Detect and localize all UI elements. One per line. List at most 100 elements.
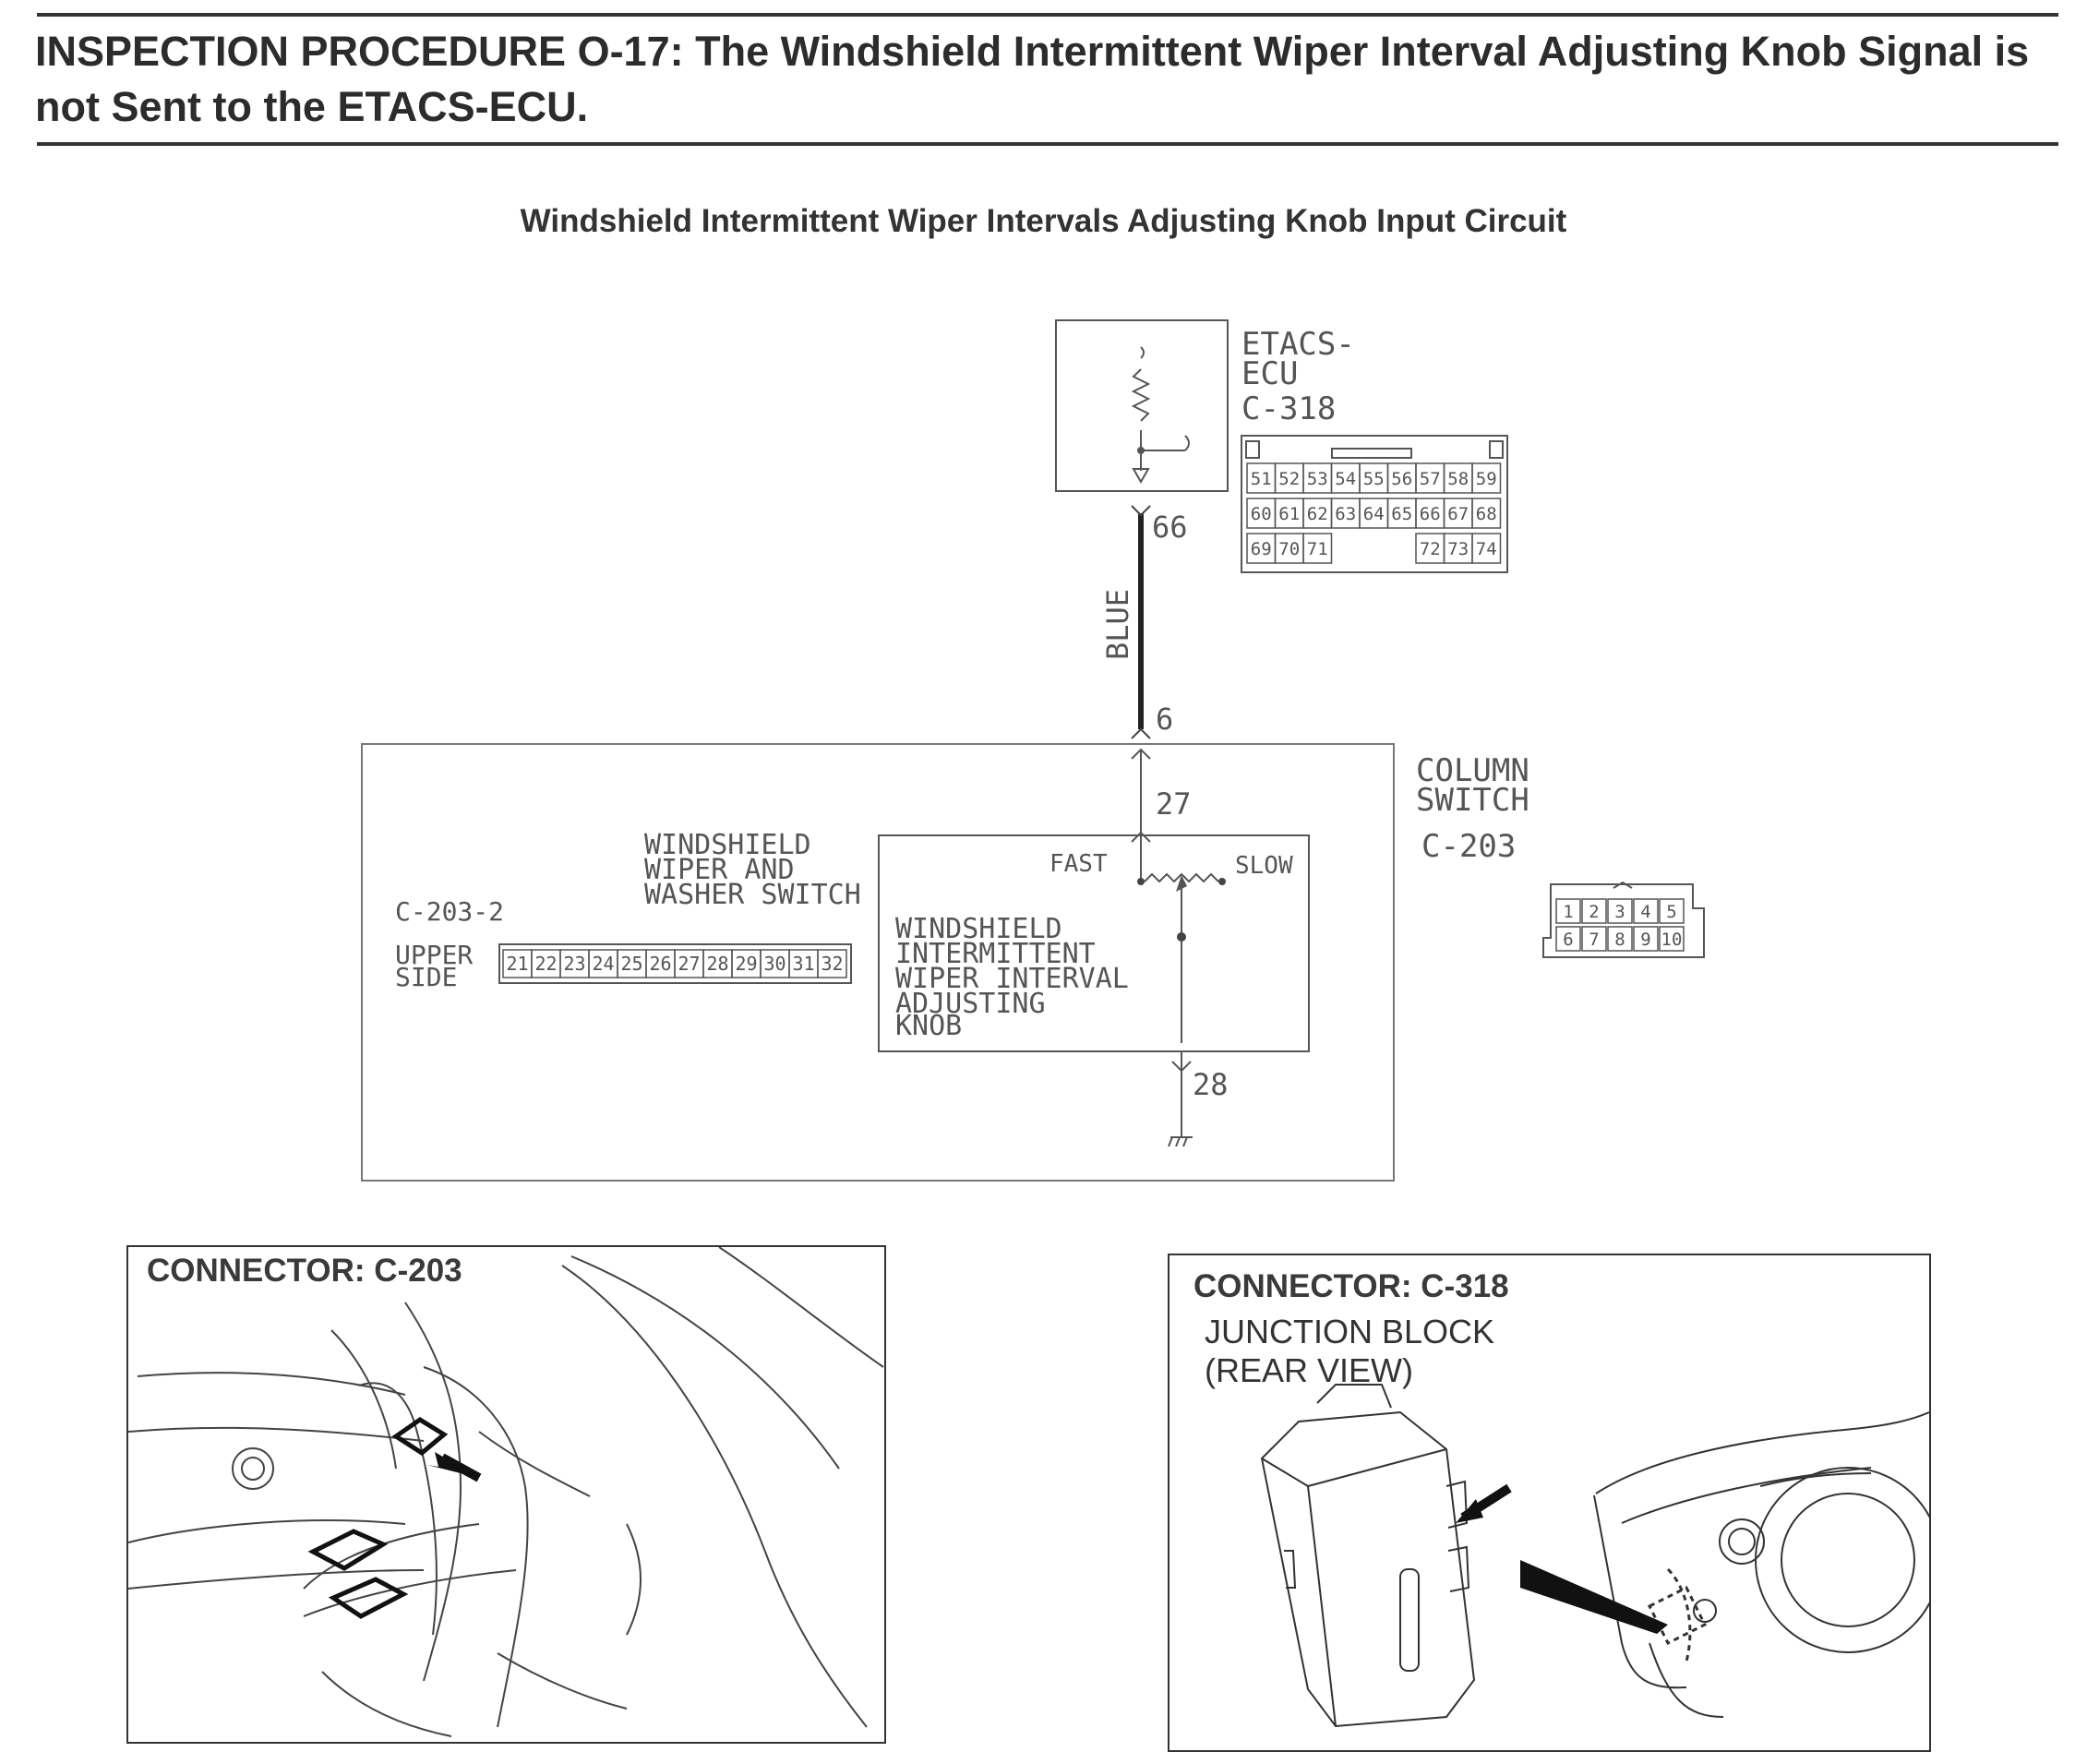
ecu-pin-70: 70 (1278, 539, 1300, 559)
column-switch-pin-7: 7 (1589, 930, 1599, 950)
upper-side-label-2: SIDE (395, 962, 457, 992)
column-switch-pin-7-cell (1581, 926, 1607, 952)
ecu-pin-65: 65 (1391, 504, 1412, 524)
wire-color-label: BLUE (1100, 589, 1135, 660)
ecu-pin-66: 66 (1152, 510, 1188, 545)
ecu-pin-67: 67 (1447, 504, 1469, 524)
column-switch-pin-9: 9 (1640, 930, 1650, 950)
pointer-arrow-icon (1456, 1499, 1483, 1523)
fast-label: FAST (1049, 850, 1108, 878)
title-bottom-rule (37, 142, 2058, 146)
column-switch-pin-3-cell (1607, 898, 1633, 924)
c318-location-illustration (1260, 1384, 1929, 1728)
ecu-pin-54: 54 (1335, 469, 1356, 489)
sub-pin-27: 27 (678, 953, 700, 975)
knob-box (878, 834, 1310, 1052)
ecu-pin-51: 51 (1251, 469, 1272, 489)
ecu-pin-61: 61 (1278, 504, 1300, 524)
sub-pin-28: 28 (706, 953, 728, 975)
ecu-pin-60: 60 (1251, 504, 1272, 524)
upper-side-label-1: UPPER (395, 940, 473, 970)
ecu-pin-68: 68 (1476, 504, 1497, 524)
ecu-pin-73: 73 (1447, 539, 1469, 559)
knob-label-2: INTERMITTENT (895, 938, 1096, 970)
sub-pin-26: 26 (649, 953, 671, 975)
ecu-connector-label: C-318 (1241, 390, 1336, 427)
column-switch-box (361, 743, 1395, 1182)
column-switch-pin-5: 5 (1666, 902, 1676, 922)
ecu-pin-74-cell (1471, 533, 1502, 564)
ecu-pin-53: 53 (1307, 469, 1328, 489)
sub-pin-32: 32 (821, 953, 843, 975)
switch-label-3: WASHER SWITCH (644, 879, 861, 911)
column-switch-pin-4-cell (1633, 898, 1659, 924)
c203-location-illustration (128, 1247, 884, 1737)
column-switch-pin-2-cell (1581, 898, 1607, 924)
connector-c203-panel: CONNECTOR: C-203 (126, 1245, 886, 1744)
rear-view-label: (REAR VIEW) (1205, 1351, 1414, 1389)
ecu-pin-62: 62 (1307, 504, 1328, 524)
ecu-pin-69: 69 (1251, 539, 1272, 559)
column-switch-pin-1-cell (1555, 898, 1581, 924)
sub-pin-31: 31 (792, 953, 814, 975)
column-switch-pin-3: 3 (1614, 902, 1625, 922)
ecu-pin-71: 71 (1307, 539, 1328, 559)
column-switch-connector-label: C-203 (1421, 828, 1516, 865)
ecu-pin-56: 56 (1391, 469, 1412, 489)
ecu-label-1: ETACS- (1241, 326, 1355, 363)
connector-c318-panel: CONNECTOR: C-318 JUNCTION BLOCK (REAR VI… (1168, 1254, 1931, 1752)
ecu-pin-57: 57 (1420, 469, 1441, 489)
column-switch-pin-5-cell (1659, 898, 1685, 924)
column-switch-pin-8-cell (1607, 926, 1633, 952)
connector-c203-title: CONNECTOR: C-203 (147, 1253, 462, 1289)
sub-pin-29: 29 (735, 953, 757, 975)
column-switch-pin-6: 6 (1563, 930, 1573, 950)
diagram-title: Windshield Intermittent Wiper Intervals … (520, 203, 1567, 239)
column-switch-label-1: COLUMN (1416, 752, 1529, 789)
switch-label-1: WINDSHIELD (644, 829, 811, 861)
column-switch-pin-10-cell (1659, 926, 1685, 952)
ground-symbol (1168, 1136, 1193, 1147)
slow-label: SLOW (1235, 852, 1293, 880)
knob-label-1: WINDSHIELD (895, 913, 1062, 945)
connector-highlight (307, 1417, 449, 1619)
wire-end-pin-6: 6 (1156, 702, 1173, 737)
sub-pin-30: 30 (763, 953, 786, 975)
dashboard-drawing (1593, 1411, 1929, 1718)
junction-block-drawing (1260, 1384, 1476, 1728)
top-rule (37, 13, 2058, 17)
sub-pin-32-cell (817, 949, 847, 978)
ecu-pin-72: 72 (1420, 539, 1441, 559)
ecu-box (1055, 319, 1229, 492)
ecu-label-2: ECU (1241, 355, 1298, 392)
switch-label-2: WIPER AND (644, 854, 795, 886)
ecu-pin-58: 58 (1447, 469, 1469, 489)
ecu-pin-74: 74 (1476, 539, 1497, 559)
column-switch-pin-1: 1 (1563, 902, 1573, 922)
sub-pin-23: 23 (563, 953, 585, 975)
ecu-pin-68-cell (1471, 498, 1502, 529)
ecu-pin-52: 52 (1278, 469, 1300, 489)
sub-connector-label: C-203-2 (395, 896, 504, 927)
ecu-pin-71-cell (1302, 533, 1333, 564)
column-switch-pin-9-cell (1633, 926, 1659, 952)
column-switch-pin-8: 8 (1614, 930, 1625, 950)
column-switch-pin-2: 2 (1589, 902, 1599, 922)
knob-label-4: ADJUSTING (895, 988, 1046, 1020)
knob-label-5: KNOB (895, 1010, 962, 1042)
ecu-pin-66: 66 (1420, 504, 1441, 524)
sub-pin-25: 25 (620, 953, 642, 975)
column-switch-pin-10: 10 (1661, 930, 1683, 950)
knob-label-3: WIPER INTERVAL (895, 963, 1129, 995)
ecu-pin-63: 63 (1335, 504, 1356, 524)
sub-pin-24: 24 (592, 953, 614, 975)
ecu-pin-59-cell (1471, 462, 1502, 494)
column-switch-pin-4: 4 (1640, 902, 1650, 922)
pin-27: 27 (1156, 786, 1192, 822)
column-switch-label-2: SWITCH (1416, 782, 1529, 819)
ecu-pin-64: 64 (1363, 504, 1385, 524)
